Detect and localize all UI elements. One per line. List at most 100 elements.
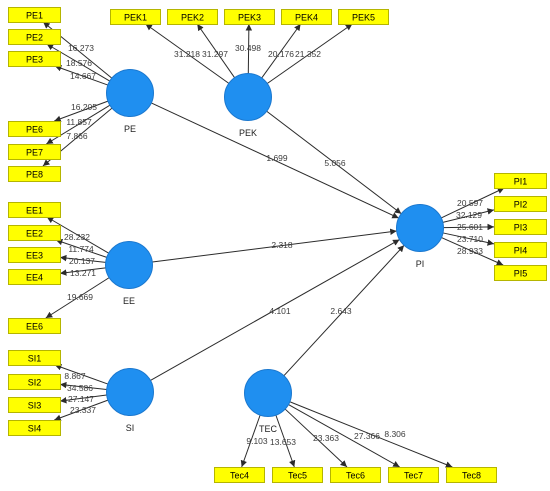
indicator-pek1[interactable]: PEK1 — [110, 9, 161, 25]
indicator-tec5[interactable]: Tec5 — [272, 467, 323, 483]
indicator-pek5-box[interactable] — [338, 9, 389, 25]
indicator-pi3[interactable]: PI3 — [494, 219, 547, 235]
indicator-pe3-box[interactable] — [8, 51, 61, 67]
path-arrow-tec-to-pi — [283, 244, 405, 377]
indicator-ee6-box[interactable] — [8, 318, 61, 334]
indicator-ee2-box[interactable] — [8, 225, 61, 241]
indicator-pe6-box[interactable] — [8, 121, 61, 137]
indicator-tec8[interactable]: Tec8 — [446, 467, 497, 483]
construct-pek[interactable]: PEK — [224, 73, 272, 139]
indicator-pe8[interactable]: PE8 — [8, 166, 61, 182]
indicator-pe8-label: PE8 — [26, 170, 43, 180]
indicator-pe1-label: PE1 — [26, 11, 43, 21]
loading-arrow-tec4 — [240, 414, 261, 468]
indicator-tec7[interactable]: Tec7 — [388, 467, 439, 483]
loading-value-pi4: 23.710 — [457, 234, 483, 244]
loading-value-pi5: 28.933 — [457, 246, 483, 256]
construct-pi-circle[interactable] — [396, 204, 444, 252]
indicator-pek5-label: PEK5 — [352, 13, 375, 23]
indicator-pek4[interactable]: PEK4 — [281, 9, 332, 25]
indicator-si2-label: SI2 — [28, 378, 42, 388]
indicator-si4-box[interactable] — [8, 420, 61, 436]
construct-ee[interactable]: EE — [105, 241, 153, 307]
indicator-pi5-box[interactable] — [494, 265, 547, 281]
indicator-si1[interactable]: SI1 — [8, 350, 61, 366]
indicator-pi1[interactable]: PI1 — [494, 173, 547, 189]
indicator-tec5-box[interactable] — [272, 467, 323, 483]
loading-arrow-pe6 — [54, 100, 109, 122]
indicator-si4[interactable]: SI4 — [8, 420, 61, 436]
indicator-pek3-box[interactable] — [224, 9, 275, 25]
indicator-pek5[interactable]: PEK5 — [338, 9, 389, 25]
indicator-pe8-box[interactable] — [8, 166, 61, 182]
indicator-pi2-box[interactable] — [494, 196, 547, 212]
indicator-pi4[interactable]: PI4 — [494, 242, 547, 258]
indicator-tec6[interactable]: Tec6 — [330, 467, 381, 483]
construct-tec-circle[interactable] — [244, 369, 292, 417]
indicator-ee1[interactable]: EE1 — [8, 202, 61, 218]
indicator-pe7-label: PE7 — [26, 148, 43, 158]
indicator-pe7-box[interactable] — [8, 144, 61, 160]
indicator-si3[interactable]: SI3 — [8, 397, 61, 413]
construct-si[interactable]: SI — [106, 368, 154, 434]
indicator-pe3[interactable]: PE3 — [8, 51, 61, 67]
construct-pe-circle[interactable] — [106, 69, 154, 117]
loading-value-si2: 34.586 — [67, 383, 93, 393]
indicator-ee3[interactable]: EE3 — [8, 247, 61, 263]
construct-tec[interactable]: TEC — [244, 369, 292, 435]
indicator-ee3-box[interactable] — [8, 247, 61, 263]
indicator-ee4[interactable]: EE4 — [8, 269, 61, 285]
indicator-pek2-box[interactable] — [167, 9, 218, 25]
loading-arrow-tec8 — [289, 401, 453, 468]
indicator-si4-label: SI4 — [28, 424, 42, 434]
indicator-pek2[interactable]: PEK2 — [167, 9, 218, 25]
indicator-pe3-label: PE3 — [26, 55, 43, 65]
indicator-tec7-box[interactable] — [388, 467, 439, 483]
loading-value-pek4: 20.176 — [268, 49, 294, 59]
indicator-si1-box[interactable] — [8, 350, 61, 366]
loading-arrow-si2 — [59, 381, 107, 390]
indicator-tec6-box[interactable] — [330, 467, 381, 483]
indicator-si2-box[interactable] — [8, 374, 61, 390]
loading-value-ee2: 11.774 — [68, 244, 94, 254]
path-arrow-ee-to-pi — [152, 228, 397, 263]
indicator-tec4-box[interactable] — [214, 467, 265, 483]
loading-value-pek3: 30.498 — [235, 43, 261, 53]
loading-arrow-tec6 — [284, 408, 348, 468]
indicator-pek4-box[interactable] — [281, 9, 332, 25]
indicator-ee1-box[interactable] — [8, 202, 61, 218]
indicator-pi5[interactable]: PI5 — [494, 265, 547, 281]
indicator-pe1[interactable]: PE1 — [8, 7, 61, 23]
indicator-pe2[interactable]: PE2 — [8, 29, 61, 45]
indicator-tec4[interactable]: Tec4 — [214, 467, 265, 483]
indicator-tec8-box[interactable] — [446, 467, 497, 483]
loading-value-ee1: 28.232 — [64, 232, 90, 242]
indicator-ee6[interactable]: EE6 — [8, 318, 61, 334]
indicator-si3-box[interactable] — [8, 397, 61, 413]
indicator-pi3-box[interactable] — [494, 219, 547, 235]
indicator-ee4-box[interactable] — [8, 269, 61, 285]
indicator-pek3[interactable]: PEK3 — [224, 9, 275, 25]
construct-si-circle[interactable] — [106, 368, 154, 416]
indicator-pi2[interactable]: PI2 — [494, 196, 547, 212]
indicator-pi4-box[interactable] — [494, 242, 547, 258]
indicator-pe7[interactable]: PE7 — [8, 144, 61, 160]
construct-pe[interactable]: PE — [106, 69, 154, 135]
indicator-pe6[interactable]: PE6 — [8, 121, 61, 137]
loading-value-pi3: 25.601 — [457, 222, 483, 232]
indicator-si2[interactable]: SI2 — [8, 374, 61, 390]
loading-arrow-pe3 — [54, 65, 109, 86]
indicator-pi2-label: PI2 — [514, 200, 528, 210]
indicator-ee2[interactable]: EE2 — [8, 225, 61, 241]
construct-pek-circle[interactable] — [224, 73, 272, 121]
indicator-pi1-box[interactable] — [494, 173, 547, 189]
indicator-pe1-box[interactable] — [8, 7, 61, 23]
construct-pi[interactable]: PI — [396, 204, 444, 270]
loading-value-pe2: 18.576 — [66, 58, 92, 68]
construct-ee-circle[interactable] — [105, 241, 153, 289]
indicator-pek1-box[interactable] — [110, 9, 161, 25]
loading-value-pe6: 16.205 — [71, 102, 97, 112]
loading-arrow-si4 — [54, 399, 109, 421]
indicator-pe2-box[interactable] — [8, 29, 61, 45]
